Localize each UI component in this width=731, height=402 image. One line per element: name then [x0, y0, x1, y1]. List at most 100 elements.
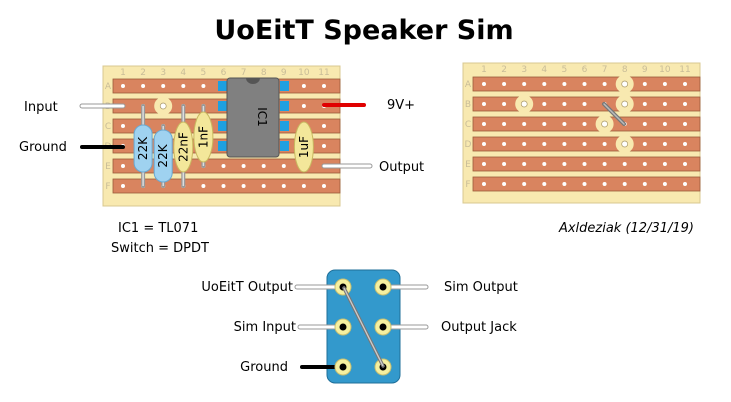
capacitor-body	[293, 121, 314, 173]
hole	[482, 182, 486, 186]
hole	[121, 164, 125, 168]
ground-label: Ground	[19, 140, 67, 155]
hole	[683, 182, 687, 186]
hole	[322, 144, 326, 148]
hole	[622, 182, 627, 186]
component-label: 22K	[156, 143, 170, 167]
hole	[582, 142, 587, 146]
hole	[502, 122, 507, 126]
hole	[662, 102, 667, 106]
column-number: 6	[582, 65, 588, 75]
hole	[582, 122, 587, 126]
page-title: UoEitT Speaker Sim	[214, 15, 513, 46]
ic-label: IC1	[255, 107, 269, 127]
row-letter: F	[465, 180, 470, 190]
switch-label-uoeitt-output: UoEitT Output	[201, 280, 293, 295]
column-number: 5	[201, 68, 207, 78]
row-letter: F	[105, 182, 110, 192]
author-note: Axldeziak (12/31/19)	[558, 221, 694, 236]
column-number: 3	[160, 68, 166, 78]
hole	[261, 164, 266, 168]
hole	[582, 82, 587, 86]
hole	[582, 182, 587, 186]
column-number: 3	[521, 65, 527, 75]
hole	[602, 142, 607, 146]
capacitor-body	[193, 111, 214, 163]
column-number: 5	[562, 65, 568, 75]
hole	[301, 104, 306, 108]
column-number: 6	[221, 68, 227, 78]
switch-lug-hole	[339, 363, 347, 371]
ic-note: IC1 = TL071	[118, 221, 198, 236]
hole	[542, 82, 547, 86]
hole	[301, 84, 306, 88]
hole	[522, 162, 527, 166]
ic-pin	[218, 81, 227, 91]
hole	[642, 122, 647, 126]
column-number: 8	[622, 65, 628, 75]
switch-jumper-wire-highlight	[343, 287, 384, 367]
hole	[121, 184, 125, 188]
hole	[502, 182, 507, 186]
component-label: 22K	[136, 136, 150, 160]
row-letter: C	[465, 120, 471, 130]
resistor-body	[133, 124, 153, 173]
hole	[121, 124, 125, 128]
row-letter: E	[105, 162, 111, 172]
column-number: 10	[659, 65, 671, 75]
hole	[683, 142, 687, 146]
ic-notch	[246, 78, 260, 84]
hole	[181, 84, 186, 88]
hole	[642, 162, 647, 166]
hole	[582, 102, 587, 106]
hole	[562, 82, 567, 86]
hole	[602, 162, 607, 166]
dpdt-switch	[294, 269, 429, 384]
hole	[621, 100, 629, 108]
hole	[322, 124, 326, 128]
hole	[683, 102, 687, 106]
ic-body	[226, 77, 280, 158]
hole	[522, 82, 527, 86]
hole	[602, 82, 607, 86]
hole	[159, 102, 167, 110]
hole	[622, 162, 627, 166]
hole	[562, 122, 567, 126]
hole	[201, 84, 206, 88]
switch-lug-hole	[339, 323, 347, 331]
ic-pin	[218, 101, 227, 111]
hole	[522, 142, 527, 146]
hole	[542, 122, 547, 126]
hole	[482, 82, 486, 86]
hole	[542, 142, 547, 146]
resistor-body	[153, 129, 173, 183]
hole	[281, 164, 286, 168]
hole	[662, 122, 667, 126]
link-wire-highlight	[603, 103, 625, 125]
hole	[562, 102, 567, 106]
hole	[542, 102, 547, 106]
hole	[482, 122, 486, 126]
column-number: 4	[180, 68, 186, 78]
ic-pin	[280, 141, 289, 151]
output-label: Output	[379, 160, 424, 175]
ic-pin	[218, 141, 227, 151]
hole	[502, 142, 507, 146]
hole	[281, 184, 286, 188]
hole	[562, 182, 567, 186]
hole	[301, 184, 306, 188]
hole	[642, 82, 647, 86]
copper-strip	[112, 178, 341, 194]
hole	[683, 122, 687, 126]
hole	[542, 182, 547, 186]
column-number: 2	[501, 65, 507, 75]
hole	[562, 162, 567, 166]
hole	[662, 162, 667, 166]
component-label: 1uF	[297, 136, 311, 158]
hole	[683, 82, 687, 86]
power-label: 9V+	[387, 98, 415, 113]
hole	[221, 184, 226, 188]
